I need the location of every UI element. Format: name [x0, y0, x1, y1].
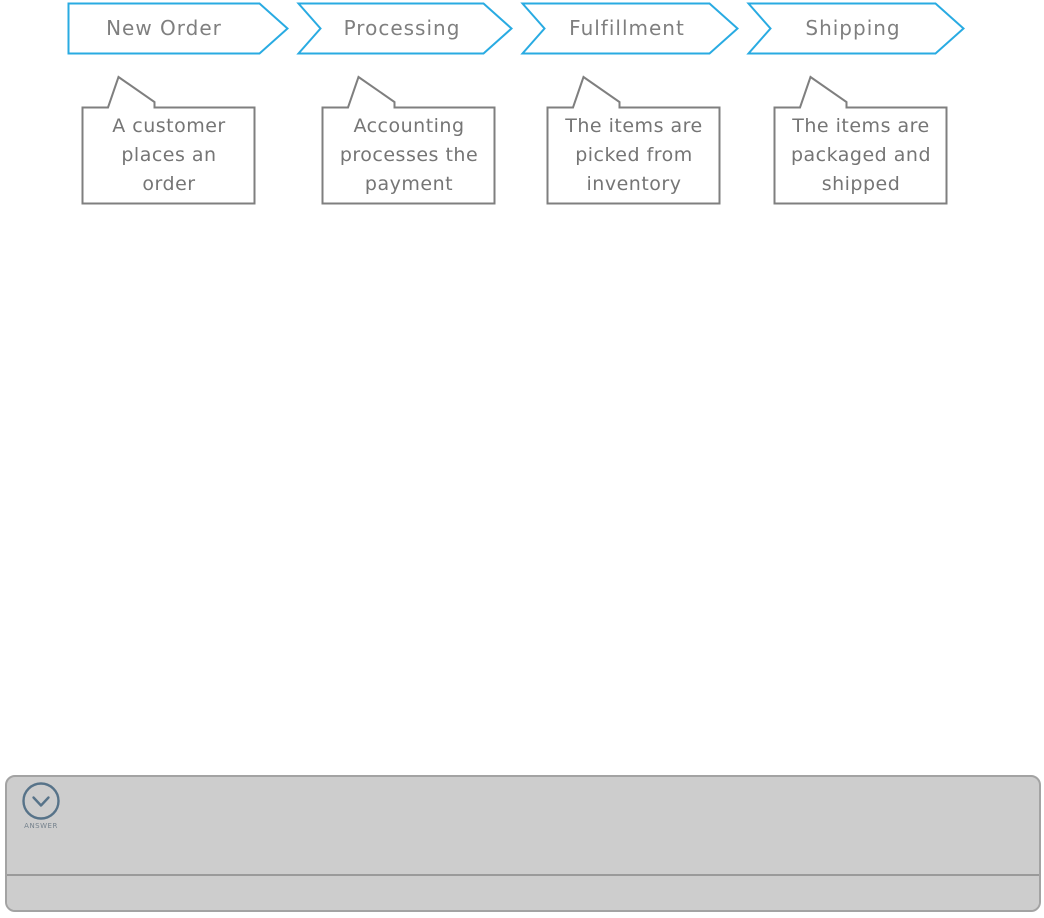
step-label: Processing: [344, 16, 461, 40]
callout-fulfillment: The items are picked from inventory: [546, 74, 722, 206]
callout-bubble-shape: [773, 75, 948, 205]
process-step-processing: Processing: [296, 2, 514, 55]
answer-panel: ANSWER: [5, 775, 1041, 912]
step-arrow-shape: [296, 2, 514, 55]
step-arrow-shape: [67, 2, 290, 55]
process-step-shipping: Shipping: [746, 2, 966, 55]
callout-note-text: The items are picked from inventory: [565, 114, 703, 195]
callout-outline: [81, 75, 256, 205]
callout-note-text: Accounting processes the payment: [339, 114, 479, 195]
step-label: Shipping: [805, 16, 900, 40]
answer-panel-footer: [7, 876, 1039, 910]
process-step-fulfillment: Fulfillment: [520, 2, 740, 55]
step-arrow-shape: [520, 2, 740, 55]
callout-outline: [546, 75, 721, 205]
answer-toggle-button[interactable]: ANSWER: [18, 781, 64, 830]
step-label: Fulfillment: [569, 16, 685, 40]
callout-processing: Accounting processes the payment: [321, 74, 497, 206]
callout-bubble-shape: [81, 75, 256, 205]
step-label: New Order: [106, 16, 222, 40]
callout-new-order: A customer places an order: [81, 74, 257, 206]
callout-outline: [773, 75, 948, 205]
callout-shipping: The items are packaged and shipped: [773, 74, 949, 206]
process-flow-arrows: New Order Processing Fulfillment Shippin…: [67, 2, 966, 55]
callout-bubble-shape: [546, 75, 721, 205]
step-arrow-shape: [746, 2, 966, 55]
answer-icon-circle: [22, 782, 60, 820]
process-step-new-order: New Order: [67, 2, 290, 55]
callout-note-text: The items are packaged and shipped: [790, 114, 932, 195]
callout-outline: [321, 75, 496, 205]
callout-note-text: A customer places an order: [112, 114, 226, 195]
callout-bubble-shape: [321, 75, 496, 205]
answer-button-label: ANSWER: [24, 822, 58, 830]
chevron-down-icon: [22, 782, 60, 820]
answer-icon-chevron: [32, 796, 50, 807]
answer-panel-divider: [7, 874, 1039, 876]
